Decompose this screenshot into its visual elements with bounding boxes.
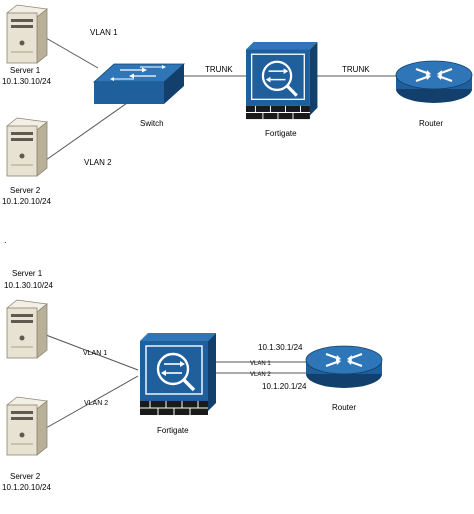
top-trunk-right-label: TRUNK xyxy=(342,65,370,74)
top-server1-icon xyxy=(6,4,48,64)
top-link-server1-switch xyxy=(45,37,99,69)
bottom-links xyxy=(45,334,308,429)
top-link-server2-switch xyxy=(45,100,131,161)
top-server2-icon xyxy=(6,117,48,177)
bottom-vlan1-label: VLAN 1 xyxy=(83,350,107,357)
bottom-server2-icon xyxy=(6,396,48,456)
bottom-fortigate-icon xyxy=(138,331,218,417)
top-server1-ip: 10.1.30.10/24 xyxy=(2,77,51,86)
bottom-diagram: Server 1 10.1.30.10/24 Server 2 10.1.20.… xyxy=(2,269,383,492)
bottom-link-server2-fortigate xyxy=(45,375,139,429)
bottom-server1-name: Server 1 xyxy=(12,269,43,278)
top-switch-label: Switch xyxy=(140,119,164,128)
bottom-router-vlan2-label: VLAN 2 xyxy=(250,372,271,378)
top-server2-name: Server 2 xyxy=(10,186,41,195)
bottom-server1-icon xyxy=(6,299,48,359)
bottom-router-icon xyxy=(305,345,383,389)
bottom-router-vlan1-label: VLAN 1 xyxy=(250,361,271,367)
top-fortigate-label: Fortigate xyxy=(265,129,297,138)
bottom-server1-ip: 10.1.30.10/24 xyxy=(4,281,53,290)
top-server2-ip: 10.1.20.10/24 xyxy=(2,197,51,206)
bottom-router-label: Router xyxy=(332,403,356,412)
separator-mark: . xyxy=(4,235,7,245)
top-trunk-left-label: TRUNK xyxy=(205,65,233,74)
top-vlan1-label: VLAN 1 xyxy=(90,28,118,37)
bottom-router-ip2: 10.1.20.1/24 xyxy=(262,382,307,391)
top-diagram: Server 1 10.1.30.10/24 Server 2 10.1.20.… xyxy=(2,4,473,206)
top-fortigate-icon xyxy=(244,40,320,121)
top-vlan2-label: VLAN 2 xyxy=(84,158,112,167)
top-links xyxy=(45,37,396,161)
bottom-link-server1-fortigate xyxy=(45,334,139,371)
bottom-vlan2-label: VLAN 2 xyxy=(84,400,108,407)
top-router-label: Router xyxy=(419,119,443,128)
bottom-server2-ip: 10.1.20.10/24 xyxy=(2,483,51,492)
bottom-server2-name: Server 2 xyxy=(10,472,41,481)
top-router-icon xyxy=(395,60,473,104)
top-server1-name: Server 1 xyxy=(10,66,41,75)
top-switch-icon xyxy=(93,63,185,105)
bottom-fortigate-label: Fortigate xyxy=(157,426,189,435)
bottom-router-ip1: 10.1.30.1/24 xyxy=(258,343,303,352)
